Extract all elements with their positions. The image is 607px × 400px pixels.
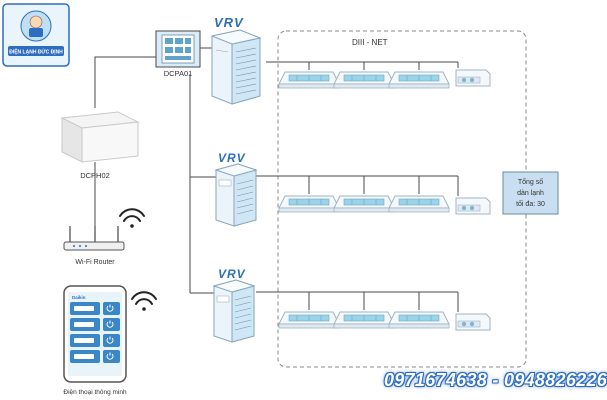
network-label: DIII - NET — [352, 38, 388, 47]
router-label: Wi-Fi Router — [75, 259, 115, 266]
vrv-logo-3: VRV — [218, 267, 246, 281]
dcph02-label: DCPH02 — [80, 171, 110, 180]
capacity-note-line-3: tối đa: 30 — [516, 199, 545, 208]
duct-unit — [455, 197, 491, 215]
duct-unit — [455, 69, 491, 87]
duct-unit — [455, 313, 491, 331]
cassette-unit — [333, 195, 395, 213]
wifi-icon-phone — [131, 291, 157, 311]
cassette-unit — [388, 311, 450, 329]
capacity-note-line-1: Tổng số — [518, 177, 543, 186]
cassette-unit — [388, 195, 450, 213]
outdoor-unit-3: VRV — [213, 267, 255, 343]
indoor-row-2 — [278, 195, 491, 215]
connection-lines — [94, 47, 459, 312]
cassette-unit — [278, 195, 340, 213]
indoor-row-1 — [278, 69, 491, 89]
vrv-logo-1: VRV — [214, 15, 244, 30]
cassette-unit — [278, 71, 340, 89]
capacity-note-line-2: dàn lạnh — [517, 190, 544, 197]
cassette-unit — [333, 71, 395, 89]
dcph02-gateway: DCPH02 — [60, 111, 140, 180]
logo-text: ĐIỆN LẠNH ĐỨC ĐỊNH — [9, 48, 63, 56]
cassette-unit — [388, 71, 450, 89]
vrv-logo-2: VRV — [218, 151, 246, 165]
cassette-unit — [278, 311, 340, 329]
cassette-unit — [333, 311, 395, 329]
phone-label: Điện thoại thông minh — [63, 389, 127, 396]
dcpa01-label: DCPA01 — [164, 69, 193, 78]
phone-screen-title: Daikin — [72, 295, 86, 300]
dcpa01-controller: DCPA01 — [155, 30, 201, 78]
outdoor-unit-2: VRV — [215, 151, 257, 227]
brand-logo: ĐIỆN LẠNH ĐỨC ĐỊNH — [2, 3, 70, 67]
indoor-row-3 — [278, 311, 491, 331]
outdoor-unit-1: VRV — [211, 15, 261, 105]
wifi-router: Wi-Fi Router — [63, 226, 125, 266]
smartphone: Daikin Điện thoại thông minh — [63, 285, 127, 396]
capacity-note: Tổng số dàn lạnh tối đa: 30 — [502, 171, 559, 215]
wifi-icon — [119, 208, 145, 228]
diii-net-zone — [277, 30, 527, 368]
hotline-number: 0971674638 - 0948826226 — [384, 370, 607, 390]
